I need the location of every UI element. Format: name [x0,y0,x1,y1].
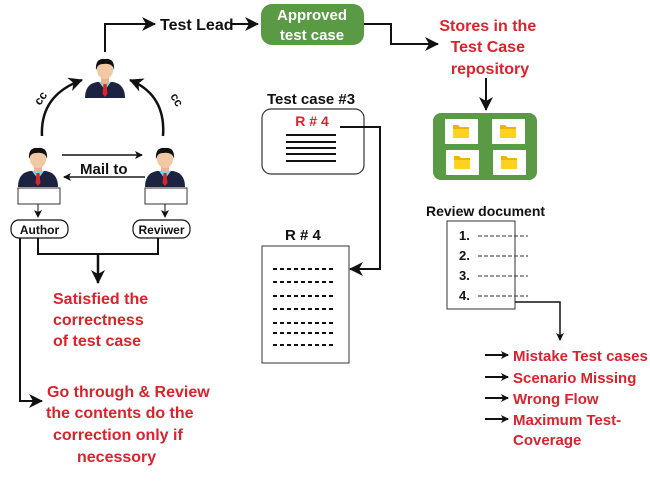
svg-text:Wrong Flow: Wrong Flow [513,391,599,408]
go-review-text: Go through & Review the contents do the … [46,384,214,466]
approved-test-case-badge: Approved test case [261,4,364,45]
svg-text:Scenario Missing: Scenario Missing [513,370,636,387]
svg-text:Mistake Test cases: Mistake Test cases [513,348,648,365]
testcase-to-review-arrow [340,126,381,276]
test-case-repository [433,113,537,180]
cc-left-arrow [40,77,83,137]
mail-to-label: Mail to [80,161,128,178]
svg-text:Maximum Test-: Maximum Test- [513,412,621,429]
review-item-number: 3. [459,268,470,283]
test-case-card: R # 4 [261,108,365,175]
review-item-number: 2. [459,248,470,263]
finding-item: Maximum Test- Coverage [485,412,621,449]
test-lead-person-icon [85,58,125,98]
test-case-ref: R # 4 [295,113,329,129]
reviewer-role-badge: Reviwer [132,219,191,239]
satisfied-text: Satisfied the correctness of test case [53,291,153,350]
test-lead-label: Test Lead [160,17,234,34]
review-doc-to-findings-arrow [515,301,564,341]
finding-item: Wrong Flow [485,391,599,408]
review-document: 1. 2. 3. 4. [446,220,528,310]
author-role-badge: Author [10,219,69,239]
review-notes-document [261,245,350,364]
approved-line1: Approved [277,7,347,24]
lead-to-testlead-arrow [104,17,156,52]
reviewer-name-box [144,187,188,205]
cc-right-arrow [129,78,165,137]
test-case-title: Test case #3 [267,91,355,108]
findings-list: Mistake Test cases Scenario Missing Wron… [485,348,648,449]
join-to-satisfied-connector [37,238,159,255]
approved-line2: test case [280,27,344,44]
approved-to-stores-arrow [364,23,439,51]
cc-right-label: cc [167,91,186,110]
author-to-goreview-arrow [19,238,43,408]
svg-text:Coverage: Coverage [513,432,581,449]
finding-item: Scenario Missing [485,370,636,387]
review-ref-title: R # 4 [285,227,322,244]
review-item-number: 4. [459,288,470,303]
reviewer-person-icon [145,147,185,187]
stores-text: Stores in the Test Case repository [439,18,540,78]
author-person-icon [18,147,58,187]
author-role-label: Author [20,223,60,237]
author-name-box [17,187,61,205]
review-item-number: 1. [459,228,470,243]
reviewer-role-label: Reviwer [138,223,184,237]
review-document-title: Review document [426,203,545,219]
finding-item: Mistake Test cases [485,348,648,365]
